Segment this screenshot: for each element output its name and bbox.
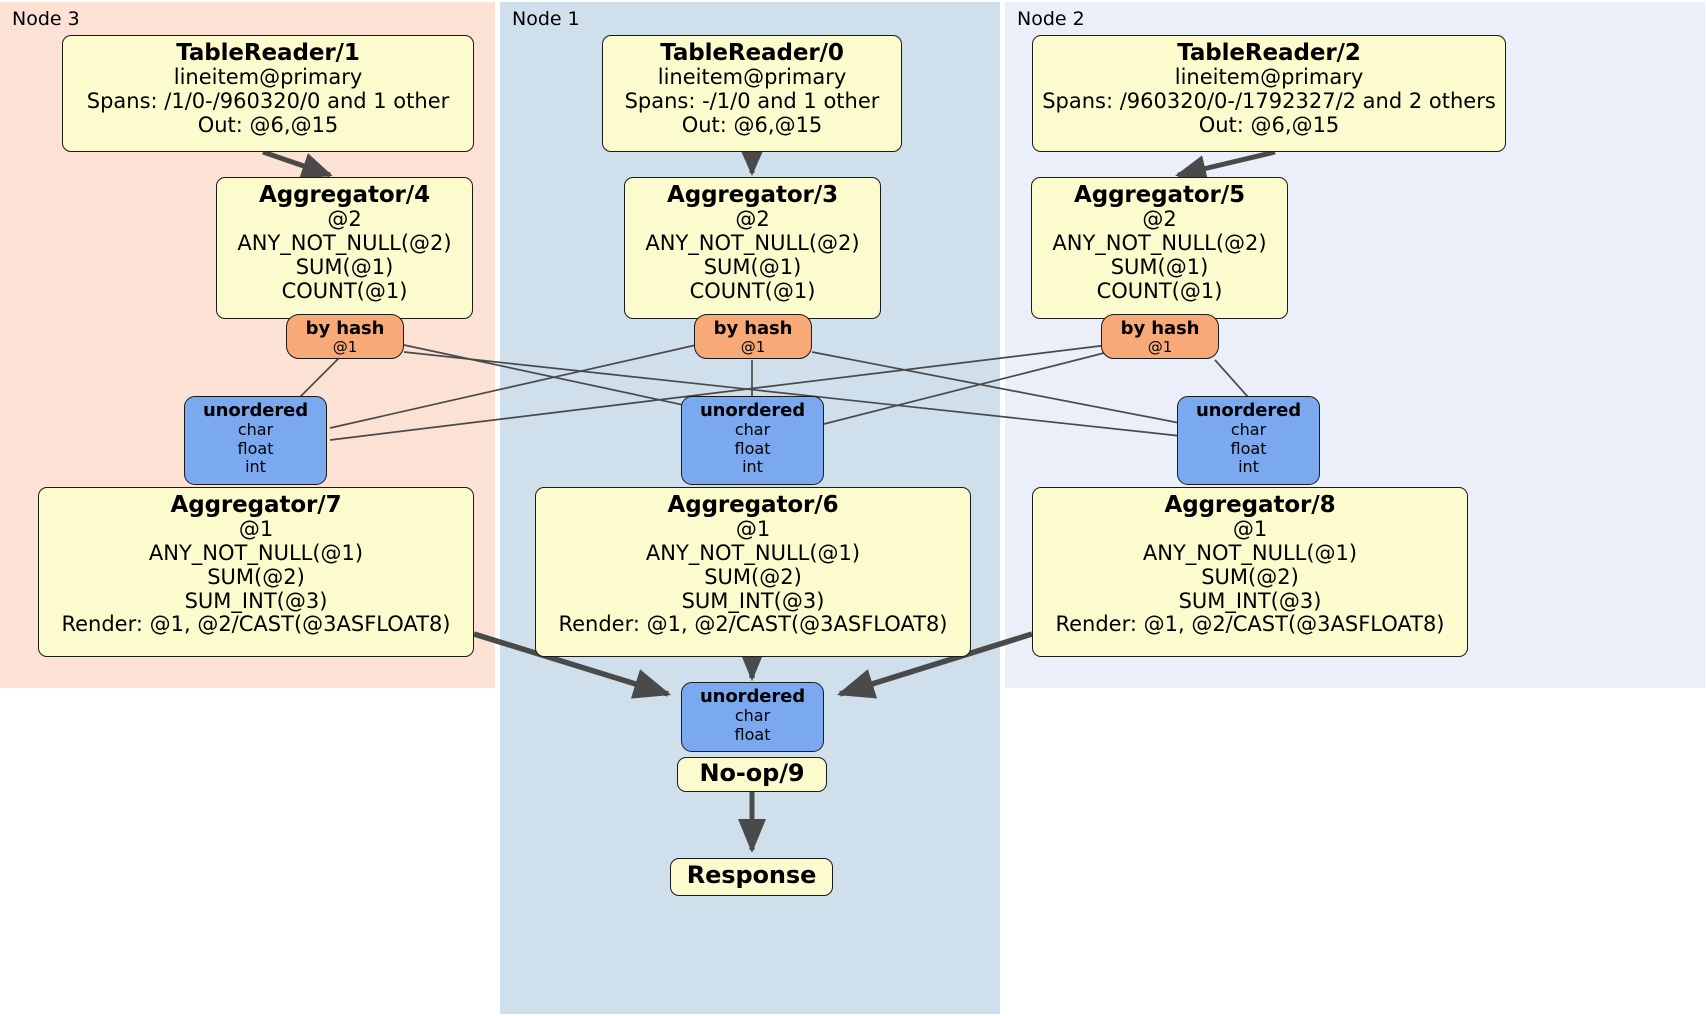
processor-title: Aggregator/4 (259, 182, 430, 208)
processor-detail: @1 (1232, 517, 1268, 542)
processor-render: Render: @1, @2/CAST(@3ASFLOAT8) (558, 612, 948, 637)
stream-unordered-right[interactable]: unordered char float int (1177, 396, 1320, 485)
stream-type: char (237, 420, 274, 440)
processor-detail: SUM(@1) (295, 254, 394, 279)
processor-detail: SUM_INT(@3) (681, 588, 825, 613)
stream-type: float (734, 438, 771, 458)
processor-detail: Out: @6,@15 (197, 112, 339, 137)
processor-detail: SUM(@2) (207, 564, 305, 589)
processor-title: Aggregator/6 (667, 492, 839, 518)
processor-title: TableReader/2 (1177, 40, 1361, 66)
stream-unordered-final[interactable]: unordered char float (681, 682, 824, 752)
processor-aggregator-4[interactable]: Aggregator/4 @2 ANY_NOT_NULL(@2) SUM(@1)… (216, 177, 473, 319)
processor-detail: @1 (238, 517, 274, 542)
processor-detail: COUNT(@1) (281, 278, 408, 303)
processor-render: Render: @1, @2/CAST(@3ASFLOAT8) (61, 612, 451, 637)
processor-tablereader-0[interactable]: TableReader/0 lineitem@primary Spans: -/… (602, 35, 902, 152)
stream-title: unordered (699, 400, 806, 421)
stream-type: float (237, 438, 274, 458)
processor-detail: SUM(@1) (703, 254, 802, 279)
processor-detail: COUNT(@1) (689, 278, 816, 303)
processor-title: TableReader/1 (176, 40, 360, 66)
stream-type: char (734, 420, 771, 440)
processor-detail: ANY_NOT_NULL(@2) (237, 230, 452, 255)
stream-type: float (1230, 438, 1267, 458)
processor-title: Aggregator/3 (667, 182, 838, 208)
router-detail: @1 (1147, 338, 1173, 357)
processor-detail: @2 (1142, 207, 1177, 232)
processor-aggregator-6[interactable]: Aggregator/6 @1 ANY_NOT_NULL(@1) SUM(@2)… (535, 487, 971, 657)
router-title: by hash (1120, 318, 1200, 339)
stream-unordered-left[interactable]: unordered char float int (184, 396, 327, 485)
stream-type: int (1238, 456, 1259, 476)
processor-detail: ANY_NOT_NULL(@1) (645, 540, 861, 565)
processor-title: Aggregator/8 (1164, 492, 1336, 518)
processor-detail: ANY_NOT_NULL(@1) (148, 540, 364, 565)
processor-detail: ANY_NOT_NULL(@2) (645, 230, 860, 255)
processor-detail: SUM(@2) (1201, 564, 1299, 589)
router-detail: @1 (740, 338, 766, 357)
processor-aggregator-5[interactable]: Aggregator/5 @2 ANY_NOT_NULL(@2) SUM(@1)… (1031, 177, 1288, 319)
processor-detail: ANY_NOT_NULL(@1) (1142, 540, 1358, 565)
processor-detail: lineitem@primary (1174, 65, 1364, 90)
router-by-hash-left[interactable]: by hash @1 (286, 314, 404, 359)
processor-detail: Out: @6,@15 (1198, 112, 1340, 137)
stream-type: char (1230, 420, 1267, 440)
processor-response[interactable]: Response (670, 858, 833, 896)
processor-detail: Spans: /1/0-/960320/0 and 1 other (86, 88, 450, 113)
router-detail: @1 (332, 338, 358, 357)
processor-detail: @2 (327, 207, 362, 232)
router-title: by hash (305, 318, 385, 339)
processor-aggregator-3[interactable]: Aggregator/3 @2 ANY_NOT_NULL(@2) SUM(@1)… (624, 177, 881, 319)
processor-title: Aggregator/7 (170, 492, 342, 518)
node-panel-label-node1: Node 1 (512, 8, 580, 30)
processor-aggregator-7[interactable]: Aggregator/7 @1 ANY_NOT_NULL(@1) SUM(@2)… (38, 487, 474, 657)
processor-tablereader-1[interactable]: TableReader/1 lineitem@primary Spans: /1… (62, 35, 474, 152)
stream-unordered-center[interactable]: unordered char float int (681, 396, 824, 485)
stream-title: unordered (699, 686, 806, 707)
processor-detail: Spans: /960320/0-/1792327/2 and 2 others (1042, 88, 1496, 113)
processor-title: Aggregator/5 (1074, 182, 1245, 208)
processor-aggregator-8[interactable]: Aggregator/8 @1 ANY_NOT_NULL(@1) SUM(@2)… (1032, 487, 1468, 657)
node-panel-label-node3: Node 3 (12, 8, 80, 30)
router-title: by hash (713, 318, 793, 339)
processor-title: Response (686, 861, 817, 890)
processor-detail: SUM(@2) (704, 564, 802, 589)
processor-detail: @2 (735, 207, 770, 232)
processor-title: No-op/9 (699, 758, 805, 787)
processor-detail: lineitem@primary (173, 65, 363, 90)
stream-type: char (734, 706, 771, 726)
processor-title: TableReader/0 (660, 40, 844, 66)
router-by-hash-center[interactable]: by hash @1 (694, 314, 812, 359)
stream-type: int (245, 456, 266, 476)
processor-noop-9[interactable]: No-op/9 (677, 757, 827, 792)
processor-detail: ANY_NOT_NULL(@2) (1052, 230, 1267, 255)
stream-type: float (734, 724, 771, 744)
processor-detail: lineitem@primary (657, 65, 847, 90)
processor-tablereader-2[interactable]: TableReader/2 lineitem@primary Spans: /9… (1032, 35, 1506, 152)
stream-title: unordered (202, 400, 309, 421)
processor-detail: Spans: -/1/0 and 1 other (624, 88, 880, 113)
stream-title: unordered (1195, 400, 1302, 421)
processor-render: Render: @1, @2/CAST(@3ASFLOAT8) (1055, 612, 1445, 637)
router-by-hash-right[interactable]: by hash @1 (1101, 314, 1219, 359)
processor-detail: Out: @6,@15 (681, 112, 823, 137)
processor-detail: @1 (735, 517, 771, 542)
node-panel-label-node2: Node 2 (1017, 8, 1085, 30)
processor-detail: SUM(@1) (1110, 254, 1209, 279)
processor-detail: COUNT(@1) (1096, 278, 1223, 303)
processor-detail: SUM_INT(@3) (1178, 588, 1322, 613)
stream-type: int (742, 456, 763, 476)
processor-detail: SUM_INT(@3) (184, 588, 328, 613)
